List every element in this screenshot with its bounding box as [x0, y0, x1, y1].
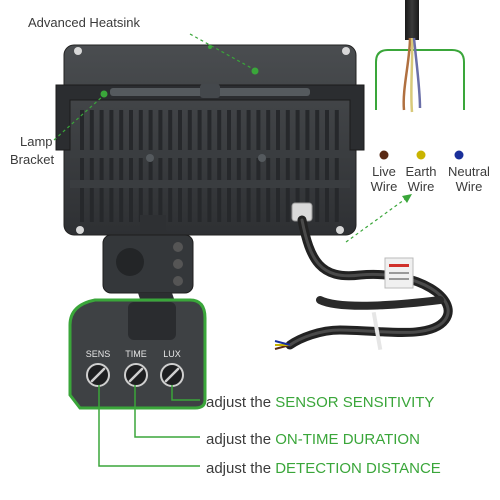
neutral-wire-label-2: Wire	[456, 179, 483, 194]
screw-icon	[146, 154, 154, 162]
screw-icon	[258, 154, 266, 162]
power-cable	[274, 215, 453, 351]
knob-label-lux: LUX	[163, 349, 181, 359]
bracket-callout: Lamp Bracket	[10, 90, 108, 167]
bracket-label-line2: Bracket	[10, 152, 54, 167]
heatsink-fin	[266, 110, 271, 222]
wire-labels: Live Wire Earth Wire Neutral Wire	[371, 164, 490, 194]
wire-color-dot	[379, 150, 389, 160]
heatsink-fin	[148, 110, 153, 222]
heatsink-fin	[315, 110, 320, 222]
heatsink-fin	[80, 110, 84, 222]
wire-pointer-line	[345, 196, 409, 243]
heatsink-fin	[109, 110, 114, 222]
heatsink-fin	[276, 110, 280, 222]
heatsink-fin	[246, 110, 251, 222]
heatsink-fin	[168, 110, 173, 222]
pointer-dot-icon	[251, 67, 259, 75]
heatsink-fin	[227, 110, 231, 222]
neutral-wire-label-1: Neutral	[448, 164, 490, 179]
heatsink-fin	[178, 110, 182, 222]
knob-label-time: TIME	[125, 349, 147, 359]
bracket-label-line1: Lamp	[20, 134, 53, 149]
wire-detail	[375, 0, 465, 113]
heatsink-fin	[138, 110, 143, 222]
heatsink-fin	[295, 110, 300, 222]
heatsink-fin	[207, 110, 212, 222]
heatsink-fin	[285, 110, 290, 222]
heatsink-crossbar	[70, 180, 350, 188]
adjust-knob-icon[interactable]	[160, 363, 184, 387]
heatsink-fin	[236, 110, 241, 222]
earth-wire-label-1: Earth	[405, 164, 436, 179]
earth-wire-label-2: Wire	[408, 179, 435, 194]
screw-icon	[336, 226, 344, 234]
adjust-sensitivity-text: adjust the SENSOR SENSITIVITY	[206, 394, 434, 411]
screw-icon	[76, 226, 84, 234]
heatsink-fins	[70, 110, 350, 222]
screw-icon	[74, 47, 82, 55]
adjust-knob-icon[interactable]	[86, 363, 110, 387]
heatsink-fin	[256, 110, 261, 222]
heatsink-fin	[305, 110, 310, 222]
live-wire-label-2: Wire	[371, 179, 398, 194]
adjust-knob-icon[interactable]	[124, 363, 148, 387]
heatsink-fin	[334, 110, 339, 222]
heatsink-fin	[158, 110, 163, 222]
pointer-dot-icon	[100, 90, 108, 98]
heatsink-fin	[99, 110, 104, 222]
wire-color-dot	[454, 150, 464, 160]
heatsink-fin	[187, 110, 192, 222]
live-wire-label-1: Live	[372, 164, 396, 179]
heatsink-fin	[217, 110, 222, 222]
wire-color-dot	[416, 150, 426, 160]
heatsink-fin	[119, 110, 124, 222]
heatsink-crossbar	[70, 150, 350, 158]
heatsink-fin	[197, 110, 202, 222]
arrow-icon	[402, 194, 412, 203]
adjust-connectors	[98, 385, 200, 467]
screw-icon	[342, 47, 350, 55]
heatsink-fin	[129, 110, 133, 222]
adjust-duration-text: adjust the ON-TIME DURATION	[206, 431, 420, 448]
lamp-bracket	[55, 84, 365, 151]
heatsink-fin	[325, 110, 329, 222]
knob-label-sens: SENS	[86, 349, 111, 359]
heatsink-callout: Advanced Heatsink	[28, 15, 259, 75]
heatsink-fin	[89, 110, 94, 222]
heatsink-label: Advanced Heatsink	[28, 15, 141, 30]
adjust-distance-text: adjust the DETECTION DISTANCE	[206, 460, 441, 477]
